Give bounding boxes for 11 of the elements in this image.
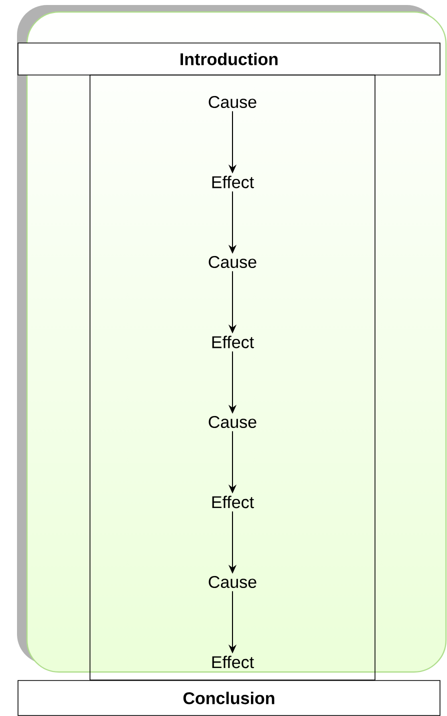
step-label: Effect [212,656,254,668]
column-box [90,74,376,680]
footer-box: Conclusion [18,680,440,716]
step-label: Cause [208,256,256,268]
header-box: Introduction [18,42,440,76]
step-label: Effect [212,496,254,508]
step-label: Effect [212,176,254,188]
step-label: Cause [208,96,256,108]
step-label: Effect [212,336,254,348]
step-label: Cause [208,416,256,428]
step-label: Cause [208,576,256,588]
